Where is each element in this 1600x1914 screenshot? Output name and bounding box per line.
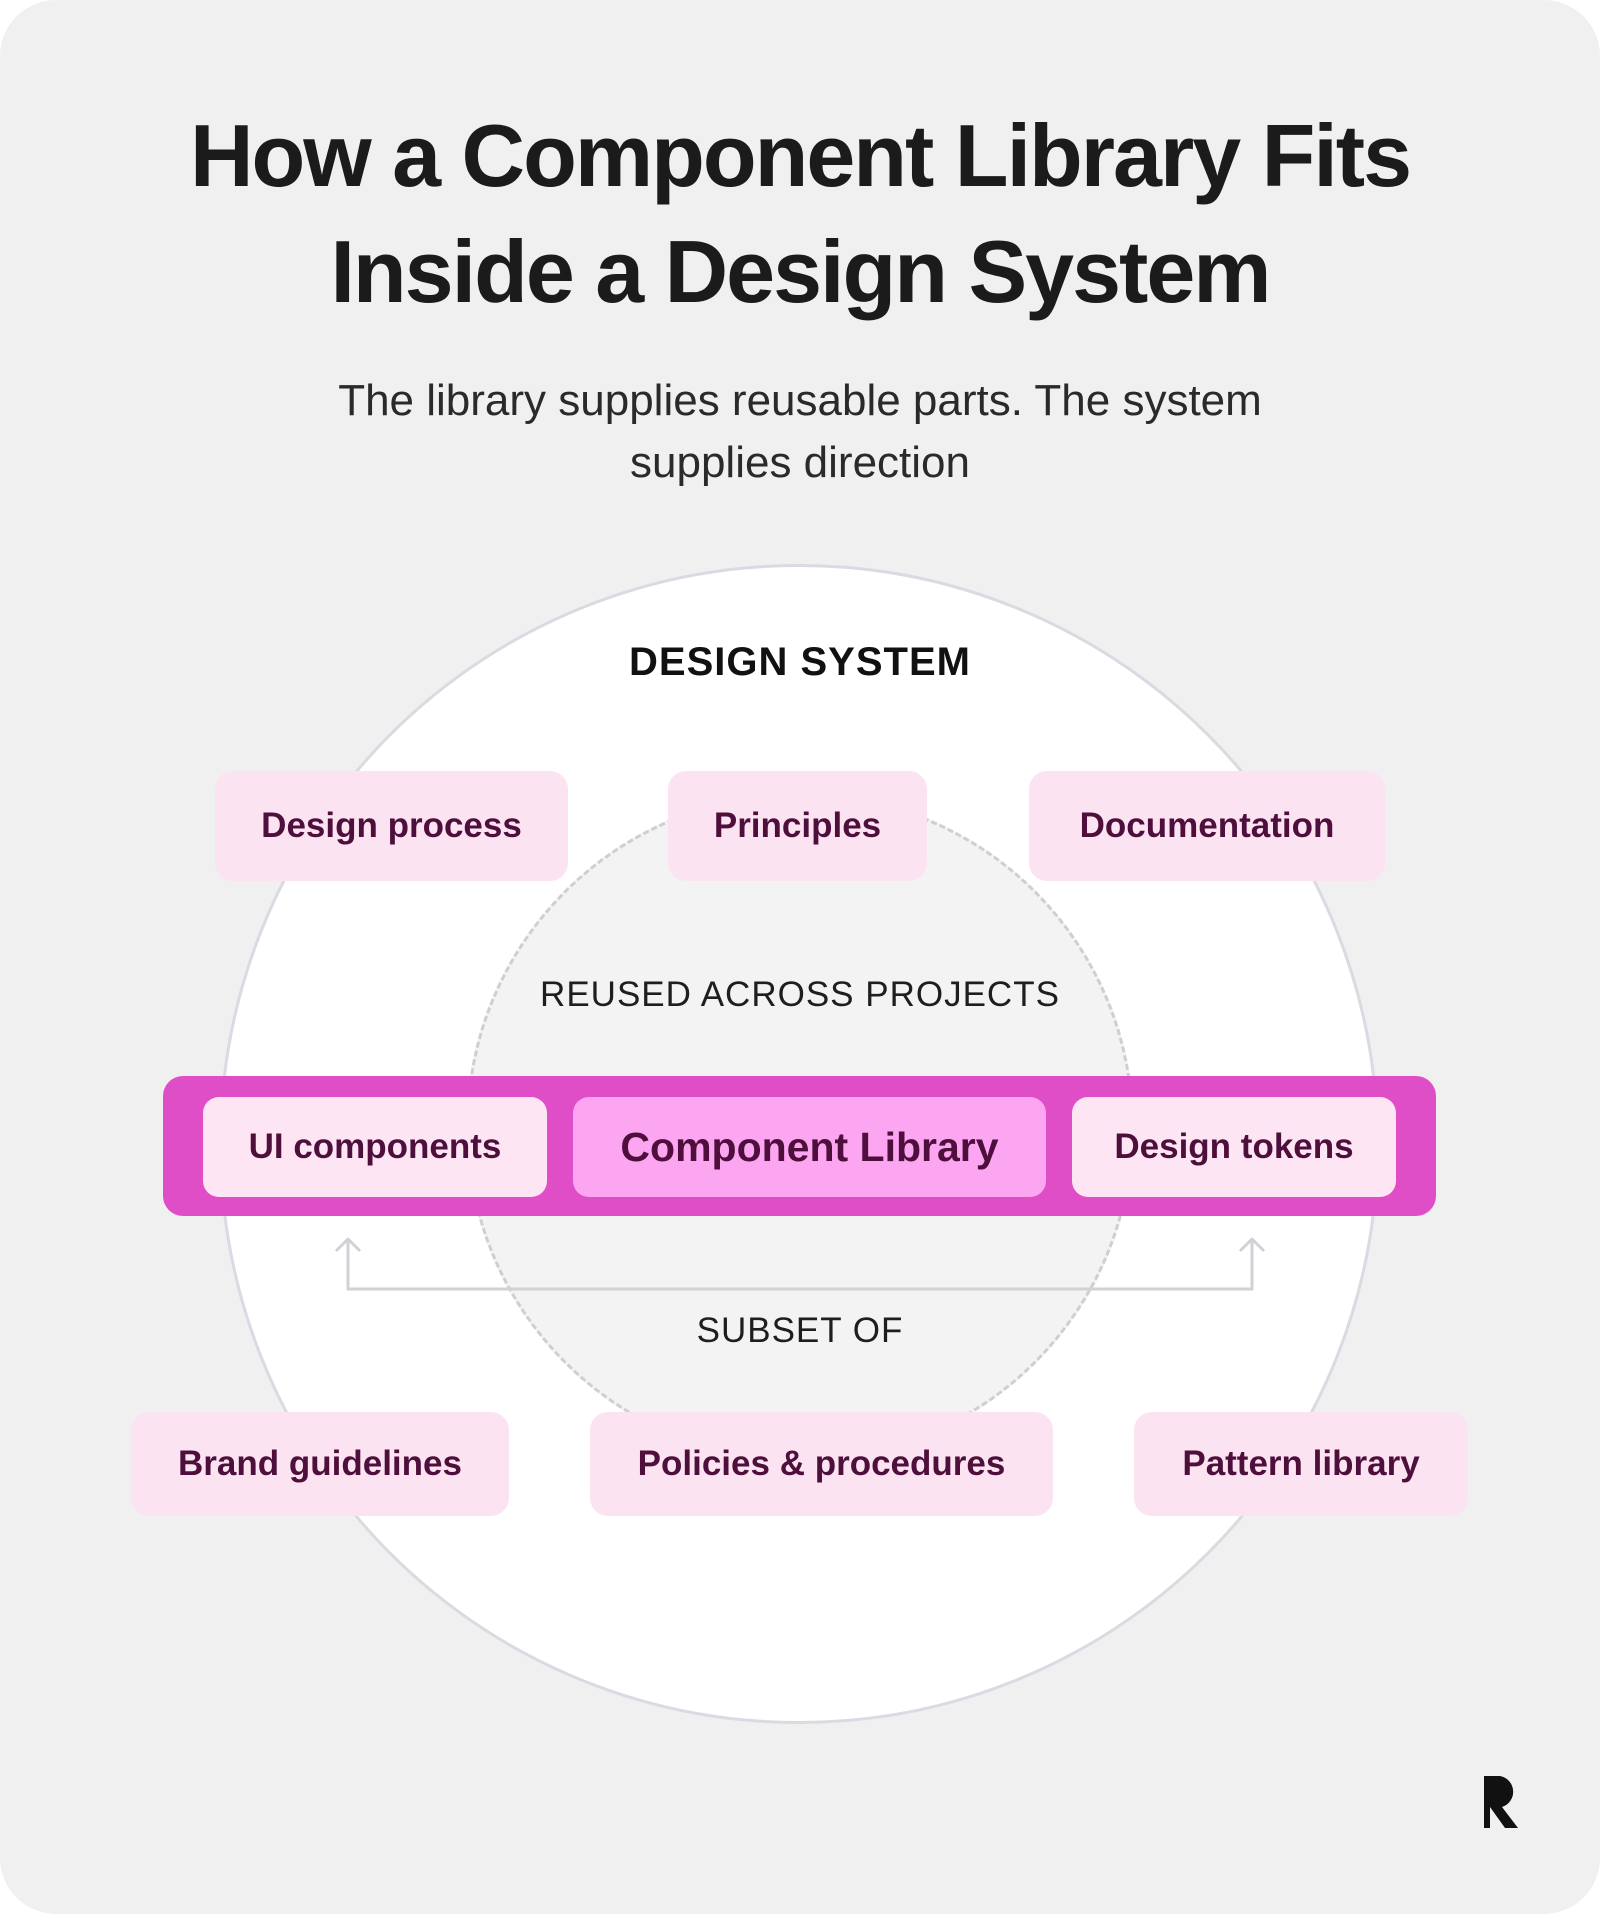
pill-brand-guidelines: Brand guidelines: [131, 1412, 509, 1516]
pill-principles: Principles: [668, 771, 927, 881]
band-item-design-tokens: Design tokens: [1072, 1097, 1396, 1197]
component-library-band: UI components Component Library Design t…: [163, 1076, 1436, 1216]
pill-documentation: Documentation: [1029, 771, 1385, 881]
page-title: How a Component Library Fits Inside a De…: [100, 98, 1500, 330]
band-item-component-library: Component Library: [573, 1097, 1046, 1197]
brand-logo-icon: [1484, 1776, 1518, 1828]
subtitle-line-1: The library supplies reusable parts. The…: [338, 376, 1262, 425]
reused-across-projects-label: REUSED ACROSS PROJECTS: [540, 975, 1060, 1014]
subtitle: The library supplies reusable parts. The…: [260, 370, 1340, 494]
pill-pattern-library: Pattern library: [1134, 1412, 1468, 1516]
pill-policies-procedures: Policies & procedures: [590, 1412, 1053, 1516]
subset-arrowhead-left: [334, 1237, 362, 1253]
design-system-label: DESIGN SYSTEM: [629, 640, 971, 684]
title-line-1: How a Component Library Fits: [189, 106, 1412, 205]
pill-design-process: Design process: [215, 771, 568, 881]
title-line-2: Inside a Design System: [330, 222, 1271, 321]
band-item-ui-components: UI components: [203, 1097, 547, 1197]
subset-arrowhead-right: [1238, 1237, 1266, 1253]
subset-of-label: SUBSET OF: [696, 1311, 904, 1350]
subtitle-line-2: supplies direction: [630, 438, 970, 487]
subset-connector-line: [346, 1239, 1254, 1291]
